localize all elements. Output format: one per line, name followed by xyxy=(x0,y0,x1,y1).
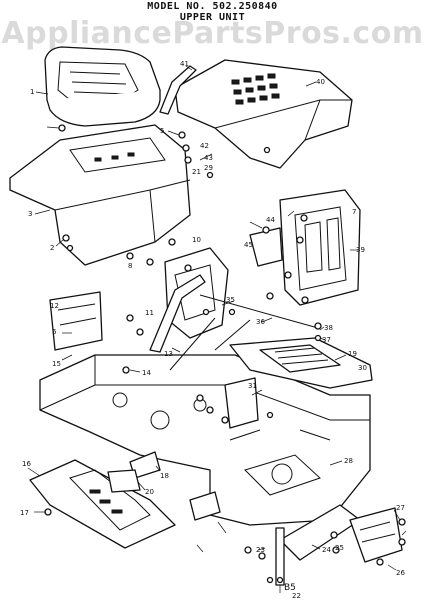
callout-44: 44 xyxy=(266,216,275,224)
side-bracket-left xyxy=(49,291,103,351)
callout-22: 22 xyxy=(292,592,301,600)
hood-trim xyxy=(159,65,197,115)
callout-20: 20 xyxy=(145,488,154,496)
callout-30: 30 xyxy=(358,364,367,372)
callout-24: 24 xyxy=(322,546,331,554)
callout-42: 42 xyxy=(200,142,209,150)
callout-39: 39 xyxy=(356,246,365,254)
grille-bracket xyxy=(279,189,361,306)
callout-38: 38 xyxy=(324,324,333,332)
hardware-fasteners xyxy=(44,124,406,584)
steering-column xyxy=(149,274,206,353)
callout-11: 11 xyxy=(145,309,154,317)
callout-36: 36 xyxy=(256,318,265,326)
callout-29: 29 xyxy=(204,164,213,172)
callout-10: 10 xyxy=(192,236,201,244)
callout-27: 27 xyxy=(396,504,405,512)
callout-12: 12 xyxy=(50,302,59,310)
callout-40: 40 xyxy=(316,78,325,86)
bracket-20 xyxy=(107,469,141,493)
callout-5: 5 xyxy=(160,127,164,135)
callout-26: 26 xyxy=(396,569,405,577)
callout-14: 14 xyxy=(142,369,151,377)
callout-leaders xyxy=(27,65,407,593)
hood-grille-vents xyxy=(231,73,280,105)
callout-7: 7 xyxy=(352,208,356,216)
callout-6: 6 xyxy=(52,328,57,336)
callout-3: 3 xyxy=(28,210,32,218)
callout-35: 35 xyxy=(226,296,235,304)
callout-1: 1 xyxy=(30,88,34,96)
frame xyxy=(39,354,371,526)
callout-8: 8 xyxy=(128,262,132,270)
seat xyxy=(44,46,161,127)
model-number: MODEL NO. 502.250840 xyxy=(147,1,278,12)
hinge-bracket xyxy=(249,227,283,267)
frame-panel xyxy=(224,377,259,429)
callout-45: 45 xyxy=(244,241,253,249)
callout-16: 16 xyxy=(22,460,31,468)
callout-numbers: 1 2 3 5 6 7 8 10 11 12 13 14 15 16 17 18… xyxy=(20,60,405,600)
battery-tray xyxy=(229,337,373,389)
linkage-rod xyxy=(169,294,319,371)
callout-25: 25 xyxy=(335,544,344,552)
callout-18: 18 xyxy=(160,472,169,480)
callout-15: 15 xyxy=(52,360,61,368)
fender-seat-pan xyxy=(9,124,191,266)
hitch-plate xyxy=(349,507,403,563)
callout-19: 19 xyxy=(348,350,357,358)
callout-41: 41 xyxy=(180,60,189,68)
page-number: B5 xyxy=(284,583,296,593)
callout-28: 28 xyxy=(344,457,353,465)
watermark: AppliancePartsPros.com xyxy=(1,16,424,51)
rear-rod xyxy=(275,527,285,586)
callout-31: 31 xyxy=(248,382,257,390)
callout-21: 21 xyxy=(192,168,201,176)
footrest-left xyxy=(29,459,176,549)
hood xyxy=(174,59,353,169)
callout-17: 17 xyxy=(20,509,29,517)
callout-2: 2 xyxy=(50,244,54,252)
bracket-26 xyxy=(189,491,221,521)
unit-title: UPPER UNIT xyxy=(179,12,246,23)
callout-13: 13 xyxy=(164,350,173,358)
callout-37: 37 xyxy=(322,336,331,344)
callout-23: 23 xyxy=(256,546,265,554)
callout-43: 43 xyxy=(204,154,213,162)
